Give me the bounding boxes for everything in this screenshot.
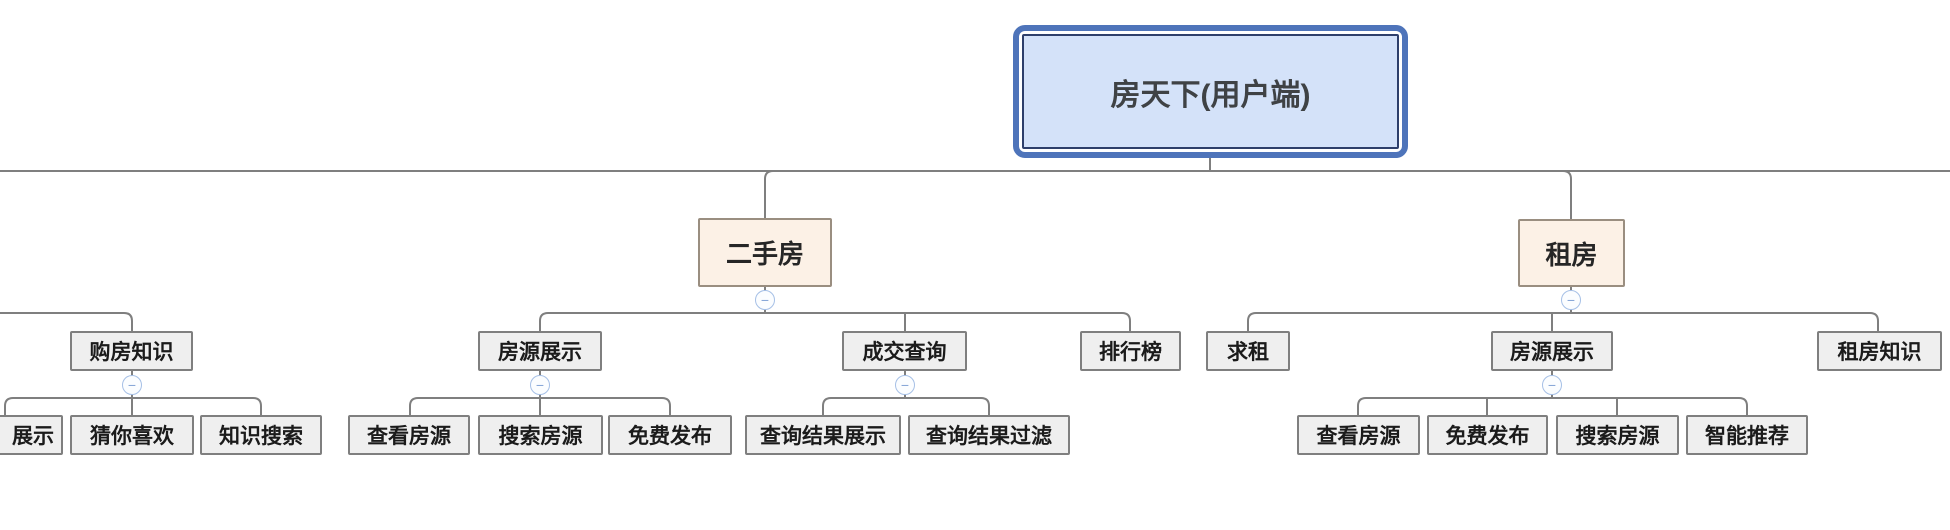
collapse-icon[interactable]: −	[895, 375, 915, 395]
node-rent-seeking[interactable]: 求租	[1206, 331, 1290, 371]
node-rent-house[interactable]: 租房	[1518, 219, 1625, 287]
minus-glyph: −	[1566, 292, 1576, 308]
collapse-icon[interactable]: −	[530, 375, 550, 395]
node-root-label: 房天下(用户端)	[1022, 34, 1399, 149]
collapse-icon[interactable]: −	[1561, 290, 1581, 310]
node-search-listings-zf[interactable]: 搜索房源	[1556, 415, 1679, 455]
node-free-publish-esf[interactable]: 免费发布	[608, 415, 732, 455]
node-free-publish-zf[interactable]: 免费发布	[1427, 415, 1548, 455]
node-guess-you-like[interactable]: 猜你喜欢	[70, 415, 194, 455]
minus-glyph: −	[760, 292, 770, 308]
connector	[0, 312, 133, 331]
connector	[1357, 397, 1748, 415]
node-search-listings-esf[interactable]: 搜索房源	[478, 415, 603, 455]
node-listing-display-zf[interactable]: 房源展示	[1491, 331, 1613, 371]
node-secondhand-house[interactable]: 二手房	[698, 218, 832, 287]
node-view-listings-esf[interactable]: 查看房源	[348, 415, 470, 455]
connector	[539, 312, 1131, 331]
node-query-result-filter[interactable]: 查询结果过滤	[908, 415, 1070, 455]
collapse-icon[interactable]: −	[1542, 375, 1562, 395]
node-query-result-display[interactable]: 查询结果展示	[745, 415, 901, 455]
minus-glyph: −	[535, 377, 545, 393]
node-root[interactable]: 房天下(用户端)	[1013, 25, 1408, 158]
connector	[822, 397, 990, 415]
node-buying-knowledge[interactable]: 购房知识	[70, 331, 193, 371]
node-ranking[interactable]: 排行榜	[1080, 331, 1181, 371]
collapse-icon[interactable]: −	[755, 290, 775, 310]
connector	[764, 170, 774, 218]
node-listing-display-esf[interactable]: 房源展示	[478, 331, 602, 371]
connector	[1562, 170, 1572, 219]
node-smart-recommend[interactable]: 智能推荐	[1686, 415, 1808, 455]
node-deal-query[interactable]: 成交查询	[842, 331, 967, 371]
minus-glyph: −	[127, 377, 137, 393]
node-rent-knowledge[interactable]: 租房知识	[1817, 331, 1942, 371]
connector	[1247, 312, 1879, 331]
minus-glyph: −	[1547, 377, 1557, 393]
collapse-icon[interactable]: −	[122, 375, 142, 395]
node-view-listings-zf[interactable]: 查看房源	[1297, 415, 1420, 455]
node-display-clipped[interactable]: 展示	[0, 415, 63, 455]
minus-glyph: −	[900, 377, 910, 393]
node-knowledge-search[interactable]: 知识搜索	[200, 415, 322, 455]
